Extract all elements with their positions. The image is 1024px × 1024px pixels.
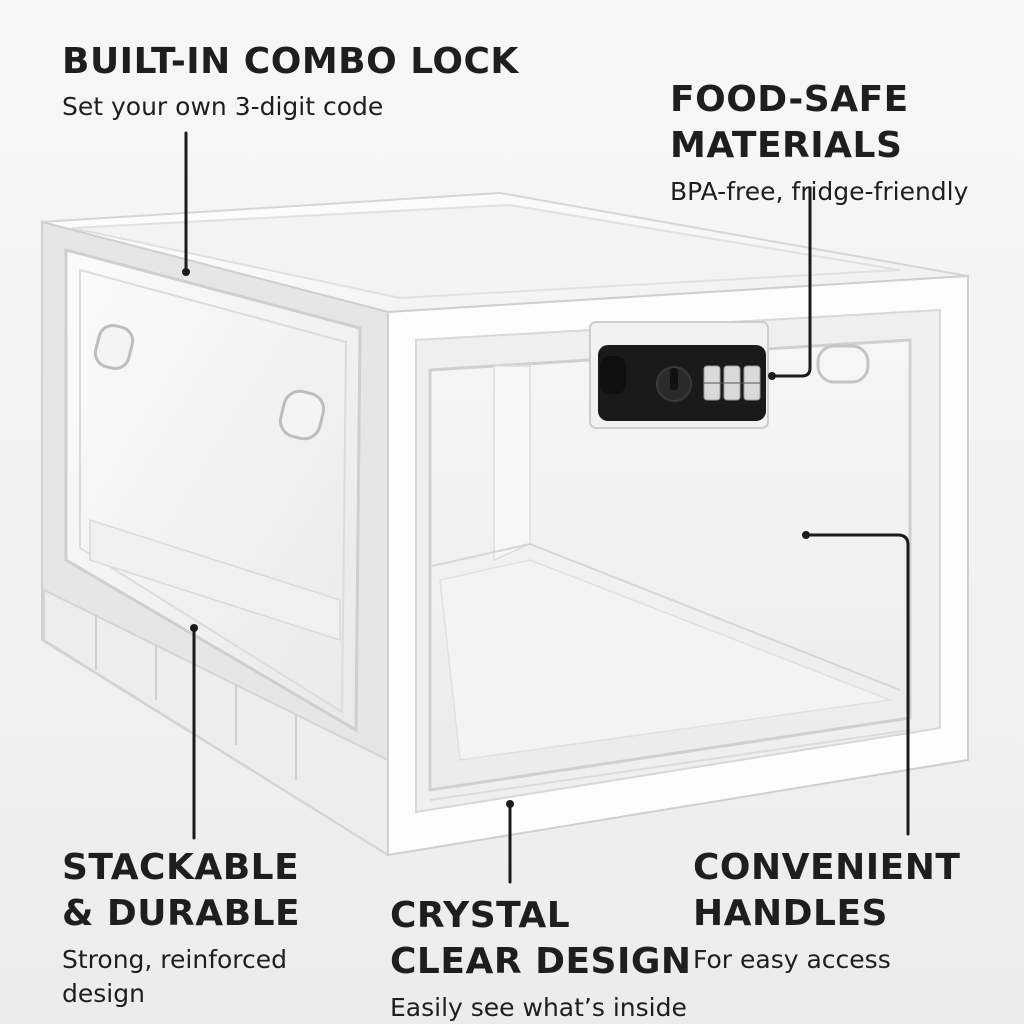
side-handle-icon[interactable]	[277, 388, 327, 442]
callout-subtitle: BPA-free, fridge-friendly	[670, 177, 969, 206]
box-front-door[interactable]	[387, 274, 969, 857]
callout-subtitle: Set your own 3-digit code	[62, 92, 384, 121]
box-side-panel	[41, 220, 389, 857]
box-lid	[41, 191, 969, 314]
callout-title: FOOD-SAFE MATERIALS	[670, 79, 909, 166]
front-handle-icon[interactable]	[816, 344, 870, 384]
callout-subtitle: For easy access	[693, 945, 891, 974]
callout-title: BUILT-IN COMBO LOCK	[62, 41, 519, 82]
callout-subtitle: Strong, reinforced design	[62, 945, 288, 1008]
callout-combo-lock: BUILT-IN COMBO LOCK Set your own 3-digit…	[62, 40, 519, 124]
callout-subtitle: Easily see what’s inside	[390, 993, 687, 1022]
callout-leader-lines	[182, 131, 910, 884]
side-handle-icon[interactable]	[92, 323, 135, 372]
combination-lock-icon[interactable]	[589, 321, 769, 429]
callout-title: STACKABLE & DURABLE	[62, 847, 301, 934]
callout-crystal-clear: CRYSTAL CLEAR DESIGN Easily see what’s i…	[390, 893, 692, 1024]
callout-handles: CONVENIENT HANDLES For easy access	[693, 845, 960, 977]
callout-stackable: STACKABLE & DURABLE Strong, reinforced d…	[62, 845, 300, 1011]
callout-food-safe: FOOD-SAFE MATERIALS BPA-free, fridge-fri…	[670, 77, 968, 209]
callout-title: CONVENIENT HANDLES	[693, 847, 961, 934]
callout-title: CRYSTAL CLEAR DESIGN	[390, 895, 692, 982]
